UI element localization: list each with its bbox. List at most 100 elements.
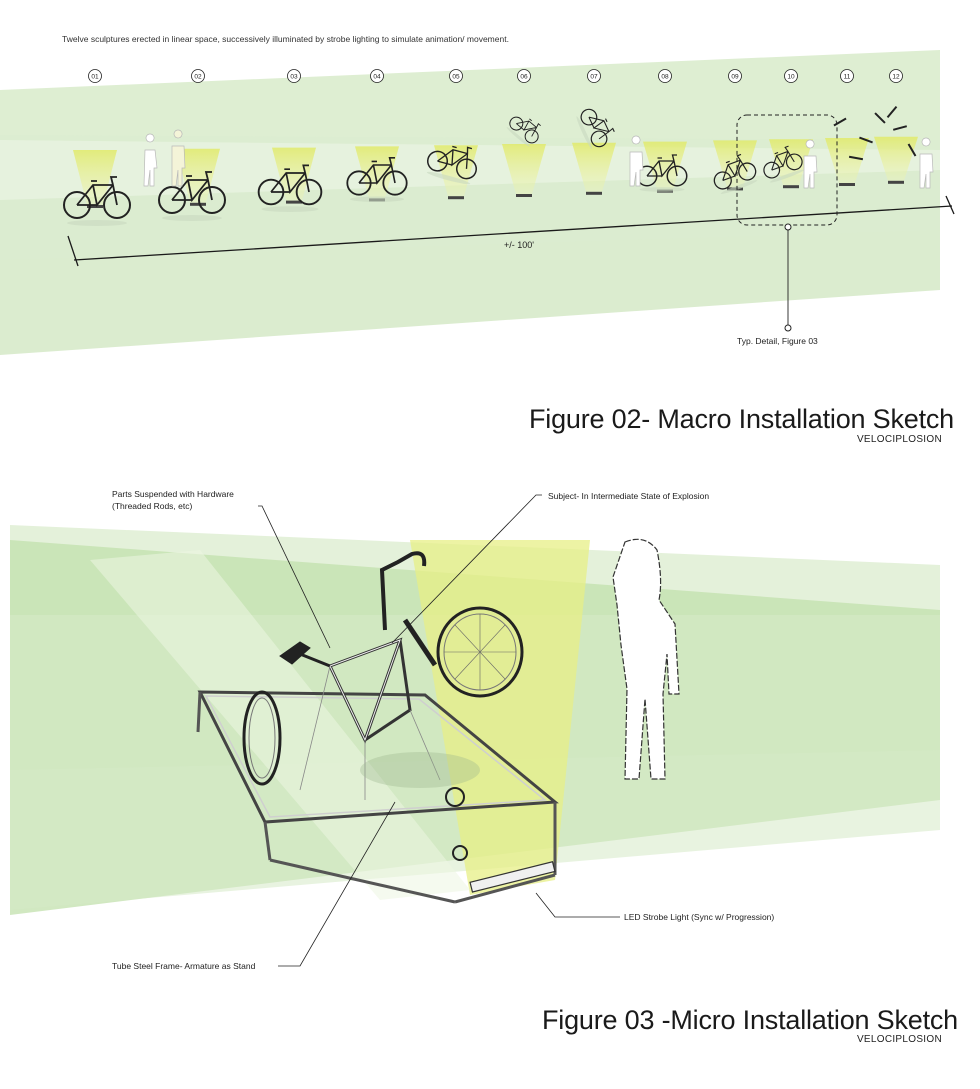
station-marker: 10 xyxy=(784,69,798,83)
station-marker: 12 xyxy=(889,69,903,83)
bicycle-sculpture xyxy=(713,153,758,194)
station-number: 04 xyxy=(373,74,381,81)
bicycle-front-wheel xyxy=(436,606,524,698)
figure-02-subtitle: VELOCIPLOSION xyxy=(856,434,942,445)
bicycle-sculpture xyxy=(257,164,323,212)
station-marker: 09 xyxy=(728,69,742,83)
strobe-fixture xyxy=(87,205,103,208)
station-marker: 01 xyxy=(88,69,102,83)
bicycle-handlebar xyxy=(379,551,427,631)
bicycle-fragment xyxy=(892,125,908,131)
bicycle-fragment xyxy=(874,112,886,124)
station-marker: 03 xyxy=(287,69,301,83)
strobe-fixture xyxy=(190,202,206,206)
bicycle-rear-wheel xyxy=(242,690,282,786)
station-markers: 01 02 03 04 05 06 07 08 09 10 11 12 xyxy=(88,69,903,83)
callout-subject: Subject- In Intermediate State of Explos… xyxy=(548,491,710,501)
strobe-fixture xyxy=(783,185,799,189)
micro-installation-sketch xyxy=(10,494,940,967)
strobe-beam xyxy=(643,141,687,190)
visitor-silhouettes xyxy=(143,129,934,189)
bicycle-shadow xyxy=(360,752,480,788)
strobe-fixture xyxy=(586,191,602,195)
bicycle-seat xyxy=(279,641,311,665)
station-number: 02 xyxy=(194,74,202,81)
macro-installation-sketch: 01 02 03 04 05 06 07 08 09 10 11 12 xyxy=(0,50,955,355)
bicycle-sculpture xyxy=(763,145,804,183)
strobe-fixture xyxy=(888,180,904,184)
station-marker: 11 xyxy=(840,69,854,83)
bicycle-fragment xyxy=(907,143,917,157)
callout-leaders xyxy=(258,494,620,967)
visitor-silhouette xyxy=(143,133,158,187)
bicycle-sculpture xyxy=(346,156,408,202)
callout-parts-line-2: (Threaded Rods, etc) xyxy=(112,501,193,511)
callout-parts-suspended: Parts Suspended with Hardware (Threaded … xyxy=(112,488,234,512)
station-marker: 02 xyxy=(191,69,205,83)
station-number: 03 xyxy=(290,74,298,81)
bicycle-fork xyxy=(402,618,438,667)
strobe-fixture xyxy=(839,183,855,186)
station-number: 07 xyxy=(590,74,598,81)
led-strobe-fixture xyxy=(469,861,556,893)
exploded-bicycle xyxy=(242,551,524,861)
station-marker: 07 xyxy=(587,69,601,83)
strobe-fixture xyxy=(286,200,302,204)
strobe-beam xyxy=(502,144,546,194)
station-number: 10 xyxy=(787,74,795,81)
floor-plane xyxy=(0,135,940,260)
detail-leader-dot-top xyxy=(784,223,792,231)
light-band-upper xyxy=(0,50,940,150)
bicycle-sculptures xyxy=(63,105,917,226)
station-marker: 06 xyxy=(517,69,531,83)
station-number: 12 xyxy=(892,74,900,81)
callout-parts-line-1: Parts Suspended with Hardware xyxy=(112,489,234,499)
detail-leader-dot-bottom xyxy=(784,324,792,332)
bicycle-fragment xyxy=(886,105,898,119)
detail-reference-label: Typ. Detail, Figure 03 xyxy=(737,336,818,346)
strobe-fixture xyxy=(516,194,532,197)
bicycle-sculpture xyxy=(426,145,477,185)
bicycle-chainring xyxy=(445,787,465,807)
bicycle-fragment xyxy=(848,155,864,161)
figure-03-title: Figure 03 -Micro Installation Sketch xyxy=(542,1005,958,1035)
bicycle-sculpture xyxy=(158,171,226,221)
intro-text: Twelve sculptures erected in linear spac… xyxy=(62,34,509,44)
station-number: 09 xyxy=(731,74,739,81)
station-number: 06 xyxy=(520,74,528,81)
station-marker: 08 xyxy=(658,69,672,83)
figure-02-title: Figure 02- Macro Installation Sketch xyxy=(529,404,954,434)
figure-03-subtitle: VELOCIPLOSION xyxy=(856,1034,942,1045)
station-number: 08 xyxy=(661,74,669,81)
strobe-beam xyxy=(825,138,869,183)
visitor-silhouette xyxy=(629,135,644,187)
bicycle-fragment xyxy=(859,136,873,144)
visitor-silhouette xyxy=(612,538,680,780)
visitor-silhouette xyxy=(919,137,934,189)
station-number: 05 xyxy=(452,74,460,81)
callout-led-strobe: LED Strobe Light (Sync w/ Progression) xyxy=(624,912,775,922)
visitor-silhouette xyxy=(803,139,818,189)
strobe-beam xyxy=(769,139,813,186)
strobe-beam xyxy=(73,150,117,205)
visitor-silhouette xyxy=(171,129,186,187)
dimension-label: +/- 100' xyxy=(504,240,534,250)
bicycle-small-gear xyxy=(452,845,468,861)
bicycle-sculpture xyxy=(506,116,541,147)
tube-steel-frame xyxy=(196,690,559,904)
bicycle-fragment xyxy=(833,117,847,127)
bicycle-sculpture xyxy=(636,154,688,192)
strobe-fixture xyxy=(448,196,464,200)
strobe-beam xyxy=(874,136,918,181)
station-marker: 05 xyxy=(449,69,463,83)
station-number: 01 xyxy=(91,74,99,81)
dimension-line xyxy=(67,195,955,267)
station-marker: 04 xyxy=(370,69,384,83)
callout-tube-frame: Tube Steel Frame- Armature as Stand xyxy=(112,961,256,971)
strobe-beam xyxy=(355,146,399,199)
bicycle-sculpture xyxy=(576,108,615,149)
strobe-beam xyxy=(572,142,616,192)
bicycle-sculpture xyxy=(63,176,131,226)
station-number: 11 xyxy=(844,74,851,81)
